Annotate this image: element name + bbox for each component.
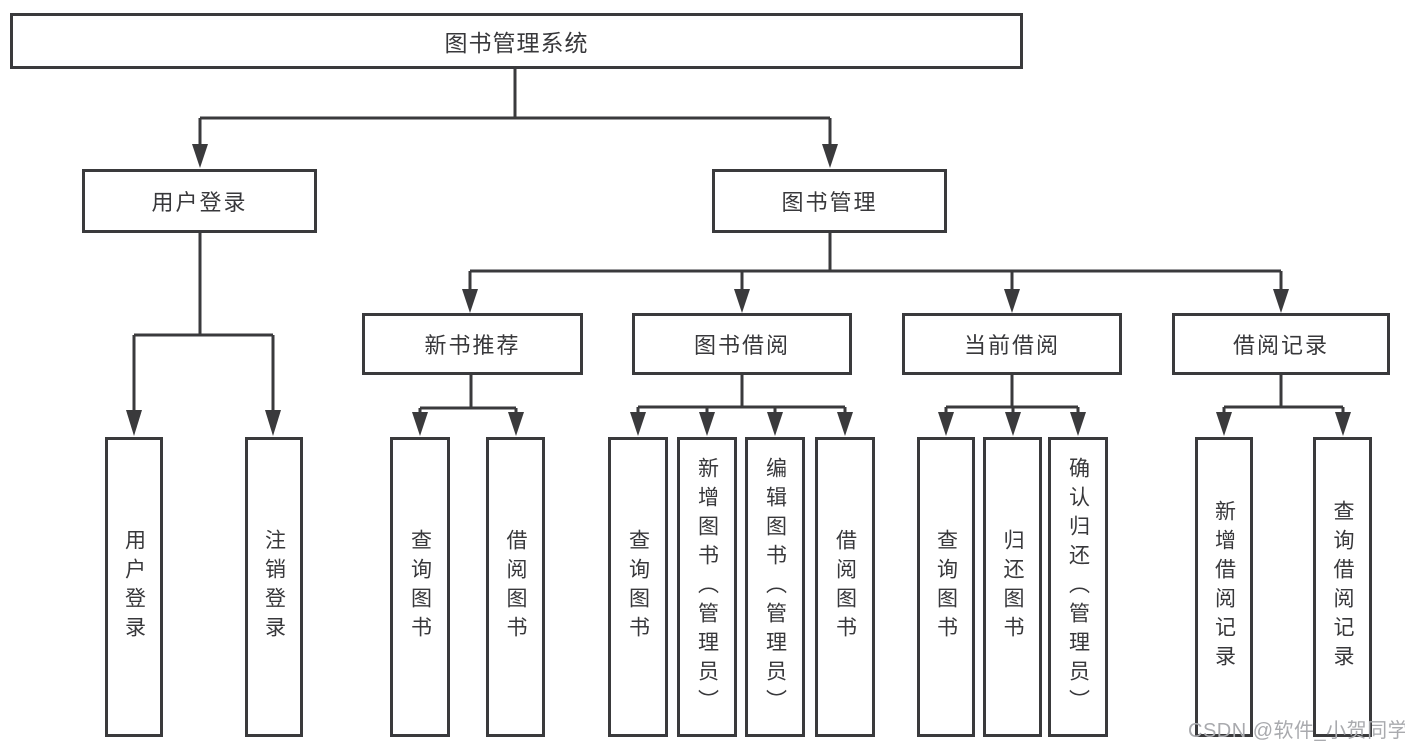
leaf-user-login: 用户登录 <box>105 437 163 737</box>
watermark-text: CSDN @软件_小贺同学 <box>1188 720 1405 742</box>
leaf-add-borrow-record: 新增借阅记录 <box>1195 437 1253 737</box>
leaf-query-books-borrowing: 查询图书 <box>608 437 668 737</box>
node-book-management: 图书管理 <box>712 169 947 233</box>
leaf-query-borrow-record: 查询借阅记录 <box>1313 437 1372 737</box>
leaf-return-books: 归还图书 <box>983 437 1042 737</box>
leaf-borrow-books-borrowing: 借阅图书 <box>815 437 875 737</box>
node-root: 图书管理系统 <box>10 13 1023 69</box>
node-user-login: 用户登录 <box>82 169 317 233</box>
leaf-borrow-books-recommend: 借阅图书 <box>486 437 545 737</box>
arrowheads <box>126 144 1351 436</box>
node-borrowing-records: 借阅记录 <box>1172 313 1390 375</box>
leaf-edit-book-admin: 编辑图书（管理员） <box>745 437 805 737</box>
leaf-confirm-return-admin: 确认归还（管理员） <box>1048 437 1108 737</box>
leaf-query-books-recommend: 查询图书 <box>390 437 450 737</box>
node-book-borrowing: 图书借阅 <box>632 313 852 375</box>
leaf-logout-login: 注销登录 <box>245 437 303 737</box>
node-current-borrowing: 当前借阅 <box>902 313 1122 375</box>
leaf-query-books-current: 查询图书 <box>917 437 975 737</box>
node-new-book-recommend: 新书推荐 <box>362 313 583 375</box>
leaf-add-book-admin: 新增图书（管理员） <box>677 437 737 737</box>
